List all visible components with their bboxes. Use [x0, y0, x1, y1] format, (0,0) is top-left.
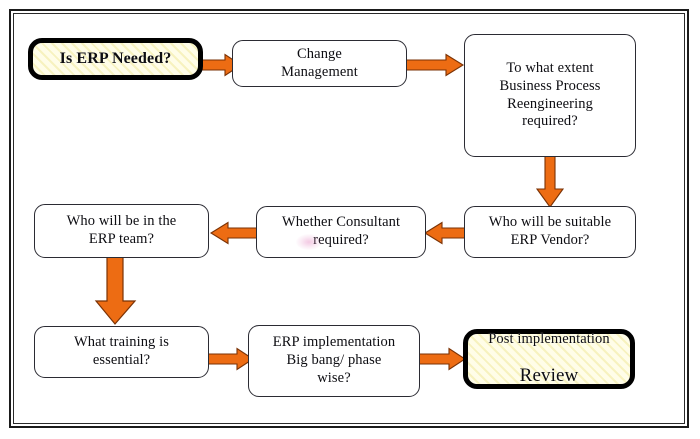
node-erp-implementation-approach[interactable]: ERP implementation Big bang/ phase wise? [248, 325, 420, 397]
node-label: Whether Consultant required? [281, 214, 401, 248]
node-label: To what extent Business Process Reengine… [499, 60, 601, 130]
node-change-management[interactable]: Change Management [232, 40, 407, 87]
arrow-right-n2-n3 [405, 53, 465, 77]
node-label-line2: Review [519, 365, 579, 387]
node-erp-team[interactable]: Who will be in the ERP team? [34, 204, 209, 258]
node-consultant-required[interactable]: Whether Consultant required? [256, 206, 426, 258]
arrow-right-n8-n9 [418, 347, 467, 371]
node-label-line1: Post implementation [488, 330, 610, 347]
arrow-down-n3-n4 [534, 155, 566, 208]
node-bpr-extent[interactable]: To what extent Business Process Reengine… [464, 34, 636, 157]
arrow-left-n4-n5 [423, 221, 469, 245]
node-training-essential[interactable]: What training is essential? [34, 326, 209, 378]
arrow-left-n5-n6 [209, 221, 259, 245]
node-label: Who will be in the ERP team? [66, 213, 177, 247]
node-post-implementation-review[interactable]: Post implementation Review [463, 329, 635, 389]
node-label: Who will be suitable ERP Vendor? [488, 214, 612, 248]
arrow-down-n6-n7 [94, 256, 138, 325]
arrow-right-n7-n8 [207, 347, 255, 371]
node-label: What training is essential? [73, 334, 170, 368]
node-erp-vendor[interactable]: Who will be suitable ERP Vendor? [464, 206, 636, 258]
node-label: Is ERP Needed? [59, 50, 172, 68]
node-label: ERP implementation Big bang/ phase wise? [272, 334, 396, 386]
node-label: Change Management [281, 45, 358, 80]
node-is-erp-needed[interactable]: Is ERP Needed? [28, 38, 203, 80]
